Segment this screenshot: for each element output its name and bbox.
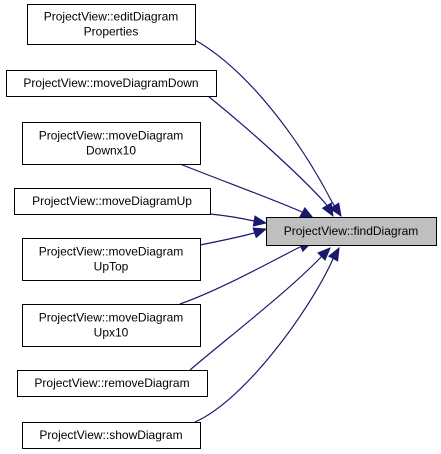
node-moveDiagramUpTop-label-line: UpTop — [94, 260, 129, 274]
edge-tail-editDiagramProperties — [331, 201, 337, 208]
node-removeDiagram-box — [17, 370, 208, 397]
edge-showDiagram — [194, 258, 334, 423]
node-moveDiagramUp-label-line: ProjectView::moveDiagramUp — [32, 194, 192, 208]
node-moveDiagramUpx10-box — [22, 304, 201, 347]
node-moveDiagramUp-box — [14, 188, 211, 215]
node-removeDiagram-label-line: ProjectView::removeDiagram — [34, 376, 189, 390]
node-moveDiagramUp[interactable]: ProjectView::moveDiagramUp — [14, 188, 211, 215]
edge-tail-moveDiagramDownx10 — [301, 211, 305, 214]
edge-editDiagramProperties — [194, 39, 333, 203]
arrowhead-showDiagram — [327, 246, 340, 262]
edge-moveDiagramDownx10 — [179, 163, 303, 213]
node-findDiagram-label-line: ProjectView::findDiagram — [284, 224, 419, 238]
node-moveDiagramDownx10-box — [22, 122, 201, 165]
nodes: ProjectView::editDiagramPropertiesProjec… — [6, 4, 437, 449]
edge-tail-moveDiagramUpTop — [253, 231, 257, 234]
edge-removeDiagram — [189, 255, 323, 371]
node-editDiagramProperties-label-line: ProjectView::editDiagram — [44, 10, 179, 24]
node-moveDiagramUpx10-label-line: ProjectView::moveDiagram — [39, 311, 184, 325]
node-editDiagramProperties-box — [27, 4, 196, 45]
edge-tail-showDiagram — [332, 256, 335, 260]
node-moveDiagramDown-label-line: ProjectView::moveDiagramDown — [23, 76, 198, 90]
edge-tail-moveDiagramUpx10 — [299, 245, 303, 248]
node-moveDiagramDown[interactable]: ProjectView::moveDiagramDown — [6, 70, 217, 97]
arrowhead-removeDiagram — [317, 247, 331, 261]
edge-moveDiagramUp — [209, 213, 255, 222]
node-showDiagram-label-line: ProjectView::showDiagram — [39, 428, 182, 442]
node-showDiagram-box — [22, 422, 201, 449]
node-moveDiagramDown-box — [6, 70, 217, 97]
node-moveDiagramUpTop-label-line: ProjectView::moveDiagram — [39, 245, 184, 259]
arrowhead-moveDiagramDown — [321, 202, 334, 218]
edge-moveDiagramUpx10 — [179, 246, 301, 305]
node-findDiagram[interactable]: ProjectView::findDiagram — [266, 217, 437, 246]
edge-tail-moveDiagramDown — [325, 203, 329, 208]
node-removeDiagram[interactable]: ProjectView::removeDiagram — [17, 370, 208, 397]
arrowhead-moveDiagramDownx10 — [299, 206, 315, 219]
node-moveDiagramDownx10-label-line: ProjectView::moveDiagram — [39, 129, 184, 143]
edge-moveDiagramUpTop — [199, 232, 255, 246]
edges — [179, 39, 342, 423]
edge-moveDiagramDown — [207, 95, 327, 205]
node-editDiagramProperties-label-line: Properties — [84, 25, 139, 39]
node-showDiagram[interactable]: ProjectView::showDiagram — [22, 422, 201, 449]
edge-tail-removeDiagram — [321, 254, 324, 257]
node-findDiagram-box — [266, 217, 437, 246]
node-moveDiagramUpTop-box — [22, 238, 201, 281]
node-moveDiagramUpx10-label-line: Upx10 — [94, 326, 129, 340]
node-moveDiagramDownx10-label-line: Downx10 — [86, 144, 136, 158]
